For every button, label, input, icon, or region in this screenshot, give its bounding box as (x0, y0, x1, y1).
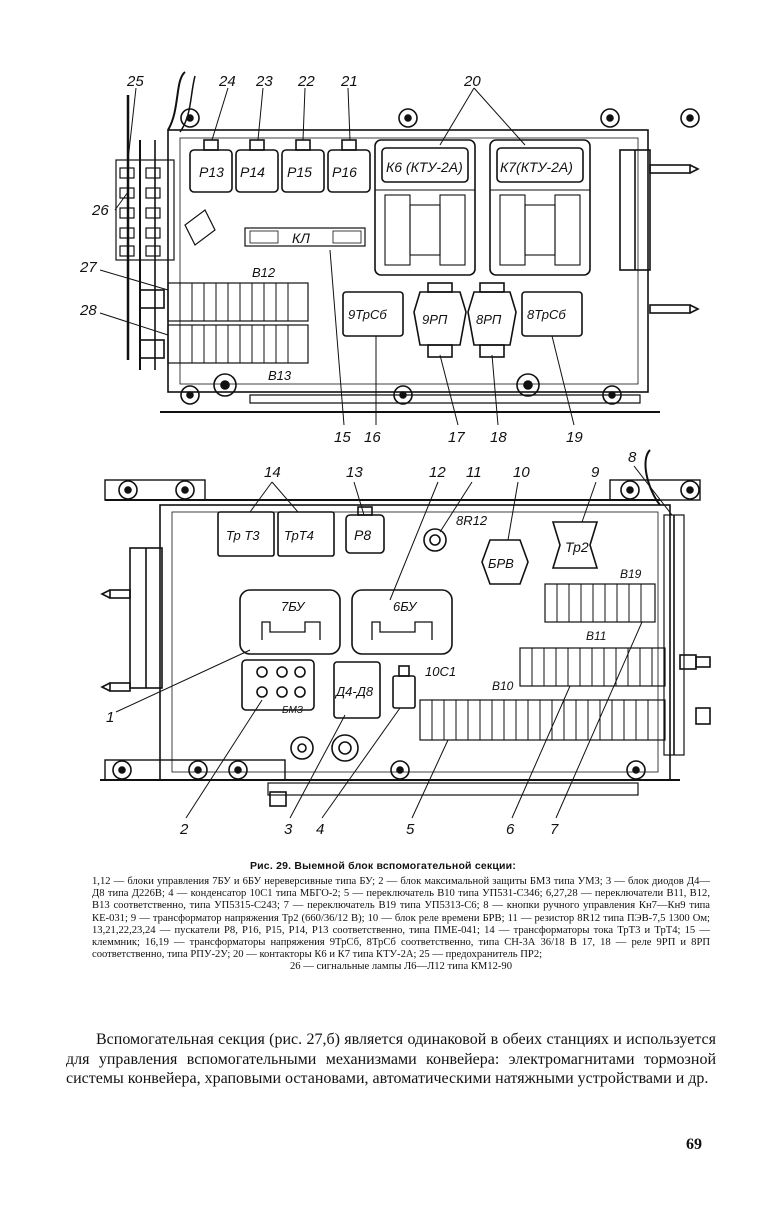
contactor-k7: К7(КТУ-2А) (489, 139, 591, 276)
callout-17: 17 (448, 429, 465, 446)
lower-panel: Тр Т3 ТрТ4 Р8 8R12 БРВ Тр2 7БУ (100, 449, 711, 838)
relay-p8-label: Р8 (354, 527, 371, 543)
callout-1: 1 (106, 709, 114, 726)
relay-p16-label: Р16 (332, 164, 357, 180)
figure-legend-last-line: 26 — сигнальные лампы Л6—Л12 типа КМ12-9… (289, 961, 513, 973)
callout-8: 8 (628, 449, 637, 466)
relay-p14: Р14 (235, 139, 279, 193)
figure-caption-title: Рис. 29. Выемной блок вспомогательной се… (249, 860, 517, 872)
switch-b13: В13 (167, 324, 309, 383)
relay-9rp: 9РП (413, 282, 467, 358)
block-7bu-label: 7БУ (281, 599, 306, 614)
callout-27: 27 (79, 259, 97, 276)
callout-22: 22 (297, 73, 315, 90)
capacitor-10c1: 10С1 (392, 664, 456, 709)
technical-drawing: Р13 Р14 Р15 Р16 К6 (КТУ-2А) (79, 71, 711, 838)
callout-25: 25 (126, 73, 144, 90)
control-block-6bu: 6БУ (351, 589, 453, 655)
terminal-kl-label: КЛ (292, 230, 310, 246)
callout-4: 4 (316, 821, 324, 838)
callout-5: 5 (406, 821, 415, 838)
relay-p15-label: Р15 (287, 164, 312, 180)
callout-7: 7 (550, 821, 559, 838)
resistor-8r12: 8R12 (423, 513, 488, 552)
block-6bu-label: 6БУ (393, 599, 418, 614)
contactor-k7-label: К7(КТУ-2А) (500, 159, 573, 175)
relay-p14-label: Р14 (240, 164, 265, 180)
switch-b19-label: В19 (620, 567, 642, 581)
current-transformer-trt4: ТрТ4 (277, 511, 335, 557)
callout-9: 9 (591, 464, 600, 481)
switch-b10-label: В10 (492, 679, 514, 693)
voltage-transformer-tp2: Тр2 (551, 521, 599, 569)
upper-inner-frame (179, 137, 639, 385)
switch-b11-label: В11 (586, 629, 606, 643)
tp2-label: Тр2 (565, 539, 589, 555)
current-transformer-trt3: Тр Т3 (217, 511, 275, 557)
callout-18: 18 (490, 429, 507, 446)
callout-24: 24 (218, 73, 236, 90)
relay-9rp-label: 9РП (422, 312, 448, 327)
figure-legend-text: 1,12 — блоки управления 7БУ и 6БУ нереве… (92, 876, 710, 961)
figure-legend: 1,12 — блоки управления 7БУ и 6БУ нереве… (92, 876, 710, 974)
control-block-7bu: 7БУ (239, 589, 341, 655)
callout-28: 28 (79, 302, 97, 319)
callout-26: 26 (91, 202, 109, 219)
switch-b10: В10 (419, 679, 666, 741)
bmz-label: БМЗ (282, 705, 303, 716)
callout-21: 21 (340, 73, 358, 90)
switch-b13-label: В13 (268, 368, 292, 383)
relay-8rp-label: 8РП (476, 312, 502, 327)
body-paragraph: Вспомогательная секция (рис. 27,б) являе… (66, 1031, 716, 1087)
callout-20: 20 (463, 73, 481, 90)
relay-p15: Р15 (281, 139, 325, 193)
callout-15: 15 (334, 429, 351, 446)
protection-block-bmz: БМЗ (241, 659, 315, 716)
transformer-8trsb-label: 8ТрСб (527, 307, 566, 322)
callout-11: 11 (466, 464, 482, 481)
callout-16: 16 (364, 429, 381, 446)
callout-23: 23 (255, 73, 273, 90)
callout-13: 13 (346, 464, 363, 481)
diodes-label: Д4-Д8 (334, 684, 374, 699)
trt3-label: Тр Т3 (226, 528, 260, 543)
page-number: 69 (686, 1136, 702, 1153)
callout-19: 19 (566, 429, 583, 446)
callout-10c1: 10С1 (425, 664, 456, 679)
upper-base-plate (167, 129, 649, 393)
contactor-k6: К6 (КТУ-2А) (374, 139, 476, 276)
diode-block: Д4-Д8 (333, 661, 381, 719)
resistor-8r12-label: 8R12 (456, 513, 488, 528)
brv-label: БРВ (488, 556, 514, 571)
callout-3: 3 (284, 821, 293, 838)
relay-p13-label: Р13 (199, 164, 224, 180)
switch-b19: В19 (544, 567, 656, 623)
relay-p8: Р8 (345, 506, 385, 554)
switch-b11: В11 (519, 629, 666, 687)
terminal-block-kl: КЛ (244, 227, 366, 247)
relay-8rp: 8РП (467, 282, 517, 358)
switch-b12-label: В12 (252, 265, 276, 280)
callout-6: 6 (506, 821, 515, 838)
callout-12: 12 (429, 464, 446, 481)
time-relay-brv: БРВ (481, 539, 529, 585)
trt4-label: ТрТ4 (284, 528, 314, 543)
contactor-k6-label: К6 (КТУ-2А) (386, 159, 463, 175)
relay-p13: Р13 (189, 139, 233, 193)
callout-2: 2 (179, 821, 189, 838)
callout-14: 14 (264, 464, 281, 481)
transformer-9trsb: 9ТрСб (342, 291, 404, 337)
switch-b12: В12 (167, 265, 309, 322)
upper-panel: Р13 Р14 Р15 Р16 К6 (КТУ-2А) (79, 71, 700, 446)
transformer-8trsb: 8ТрСб (521, 291, 583, 337)
callout-10: 10 (513, 464, 530, 481)
transformer-9trsb-label: 9ТрСб (348, 307, 387, 322)
relay-p16: Р16 (327, 139, 371, 193)
